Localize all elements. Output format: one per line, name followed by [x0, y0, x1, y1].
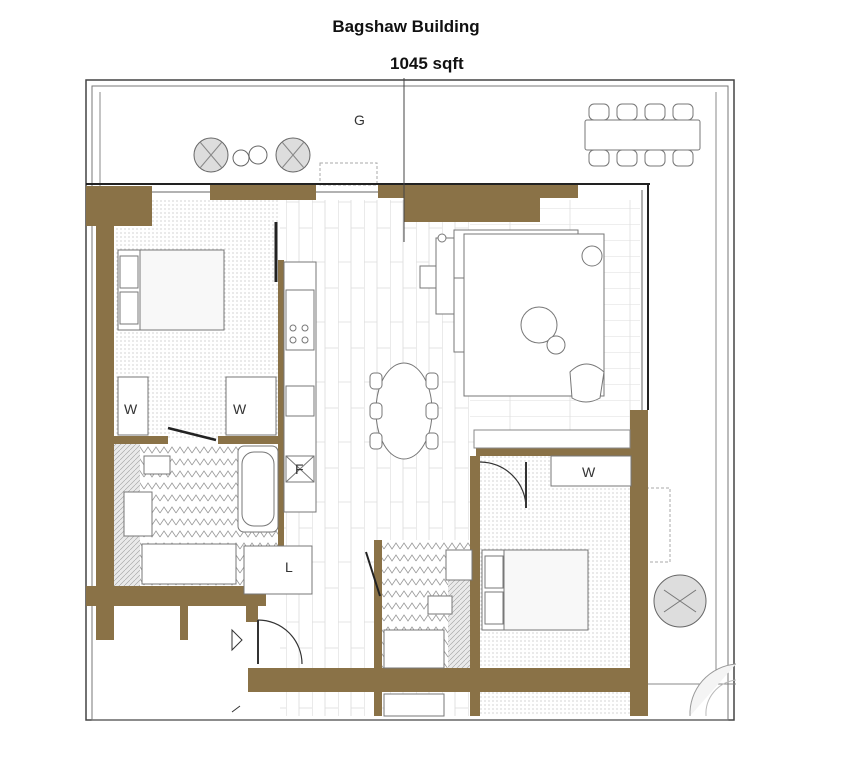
bed-2	[481, 549, 589, 631]
outdoor-lounge-chairs	[193, 137, 311, 173]
entrance-door-swing[interactable]	[257, 619, 303, 665]
glazing	[86, 183, 650, 410]
building-title: Bagshaw Building	[332, 17, 480, 36]
wardrobe-3	[550, 455, 632, 487]
bathroom-2-hatch	[448, 580, 472, 670]
lower-door-mark	[231, 705, 241, 713]
laundry-cupboard	[243, 545, 313, 595]
outdoor-dining-set	[584, 103, 701, 167]
kitchen-column	[283, 261, 317, 513]
wardrobe-2	[225, 376, 277, 436]
wardrobe-1	[117, 376, 149, 436]
terrace-step	[319, 162, 378, 186]
outdoor-chair-round	[653, 574, 707, 628]
dining-table	[369, 362, 439, 460]
living-furniture	[463, 233, 605, 403]
terrace	[85, 79, 737, 721]
bed-1	[117, 249, 225, 331]
fridge-label: F	[295, 461, 304, 477]
walls	[86, 184, 648, 716]
bedroom-1-door[interactable]	[167, 426, 217, 442]
terrace-bench	[645, 487, 671, 563]
wardrobe-3-label: W	[582, 464, 596, 480]
hall-cupboard	[473, 429, 631, 449]
bathroom-2-door[interactable]	[365, 551, 381, 597]
bathroom-2-fixtures	[383, 549, 473, 717]
wardrobe-2-label: W	[233, 401, 247, 417]
wardrobe-1-label: W	[124, 401, 138, 417]
laundry-label: L	[285, 559, 293, 575]
bathroom-1-fixtures	[123, 445, 279, 585]
area-label: 1045 sqft	[390, 54, 464, 73]
garden-label: G	[354, 112, 365, 128]
entrance-arrow-icon	[231, 628, 243, 652]
